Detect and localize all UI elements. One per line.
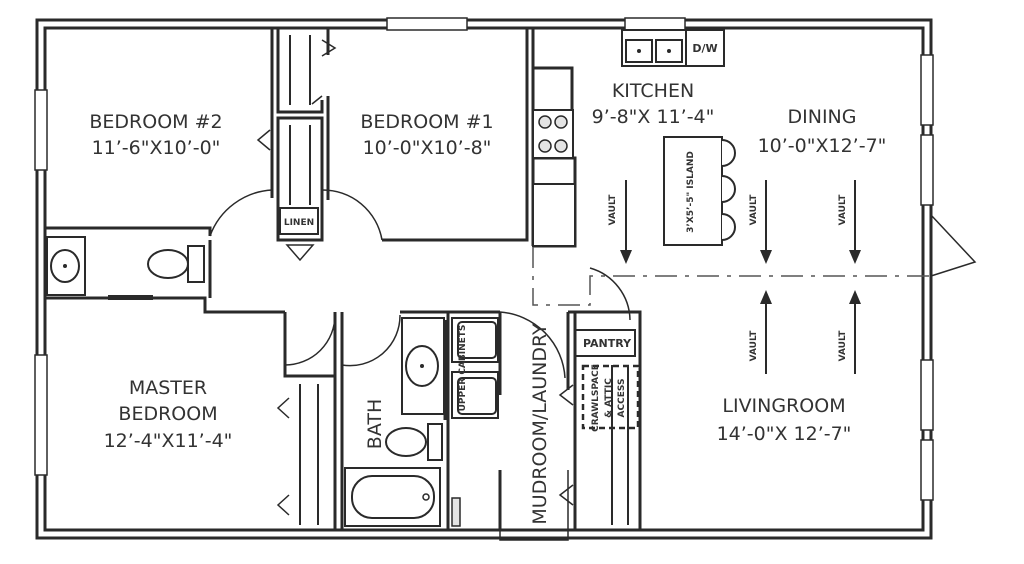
dishwasher bbox=[685, 29, 725, 67]
crawlspace-access bbox=[581, 364, 640, 430]
master-dims: 12’-4"X11’-4" bbox=[104, 430, 233, 452]
bedroom1-dims: 10’-0"X10’-8" bbox=[363, 137, 492, 159]
room-labels: BEDROOM #2 11’-6"X10’-0" BEDROOM #1 10’-… bbox=[89, 80, 886, 525]
dining-dims: 10’-0"X12’-7" bbox=[758, 135, 887, 157]
windows bbox=[34, 17, 934, 501]
refrigerator bbox=[532, 183, 576, 247]
dw-label: D/W bbox=[692, 42, 717, 55]
crawlspace-line3: ACCESS bbox=[617, 379, 627, 418]
crawlspace-line1: CRAWLSPACE bbox=[591, 364, 601, 432]
exterior-walls bbox=[35, 18, 933, 540]
toilet-small-bath bbox=[187, 245, 205, 283]
bath-name: BATH bbox=[364, 399, 386, 449]
small-labels: D/W LINEN PANTRY 3’X5’-5" ISLAND UPPER C… bbox=[279, 42, 848, 432]
pantry-label: PANTRY bbox=[583, 337, 632, 350]
toilet-main-bath bbox=[427, 423, 443, 461]
bedroom2-name: BEDROOM #2 bbox=[89, 111, 222, 133]
livingroom-dims: 14’-0"X 12’-7" bbox=[717, 423, 852, 445]
mudroom-name: MUDROOM/LAUNDRY bbox=[529, 323, 551, 525]
dining-name: DINING bbox=[788, 106, 857, 128]
vault-label-5: VAULT bbox=[838, 330, 848, 362]
linen-label: LINEN bbox=[284, 218, 314, 228]
range bbox=[532, 109, 574, 159]
kitchen-dims: 9’-8"X 11’-4" bbox=[592, 106, 715, 128]
kitchen-name: KITCHEN bbox=[612, 80, 694, 102]
doors bbox=[209, 39, 977, 541]
crawlspace-line2: & ATTIC bbox=[604, 378, 614, 418]
fixtures bbox=[46, 29, 736, 527]
closet-rods bbox=[289, 35, 629, 525]
vault-label-2: VAULT bbox=[749, 194, 759, 226]
vault-label-4: VAULT bbox=[749, 330, 759, 362]
kitchen-island bbox=[663, 136, 723, 246]
master-name-line1: MASTER bbox=[129, 377, 207, 399]
bedroom2-dims: 11’-6"X10’-0" bbox=[92, 137, 221, 159]
master-name-line2: BEDROOM bbox=[118, 403, 217, 425]
vault-label-3: VAULT bbox=[838, 194, 848, 226]
island-label: 3’X5’-5" ISLAND bbox=[686, 151, 696, 233]
upper-cabinets-label: UPPER CABINETS bbox=[458, 325, 468, 412]
vault-label-1: VAULT bbox=[608, 194, 618, 226]
vault-arrows bbox=[620, 180, 861, 374]
vault-line bbox=[532, 246, 931, 306]
livingroom-name: LIVINGROOM bbox=[722, 395, 845, 417]
bedroom1-name: BEDROOM #1 bbox=[360, 111, 493, 133]
